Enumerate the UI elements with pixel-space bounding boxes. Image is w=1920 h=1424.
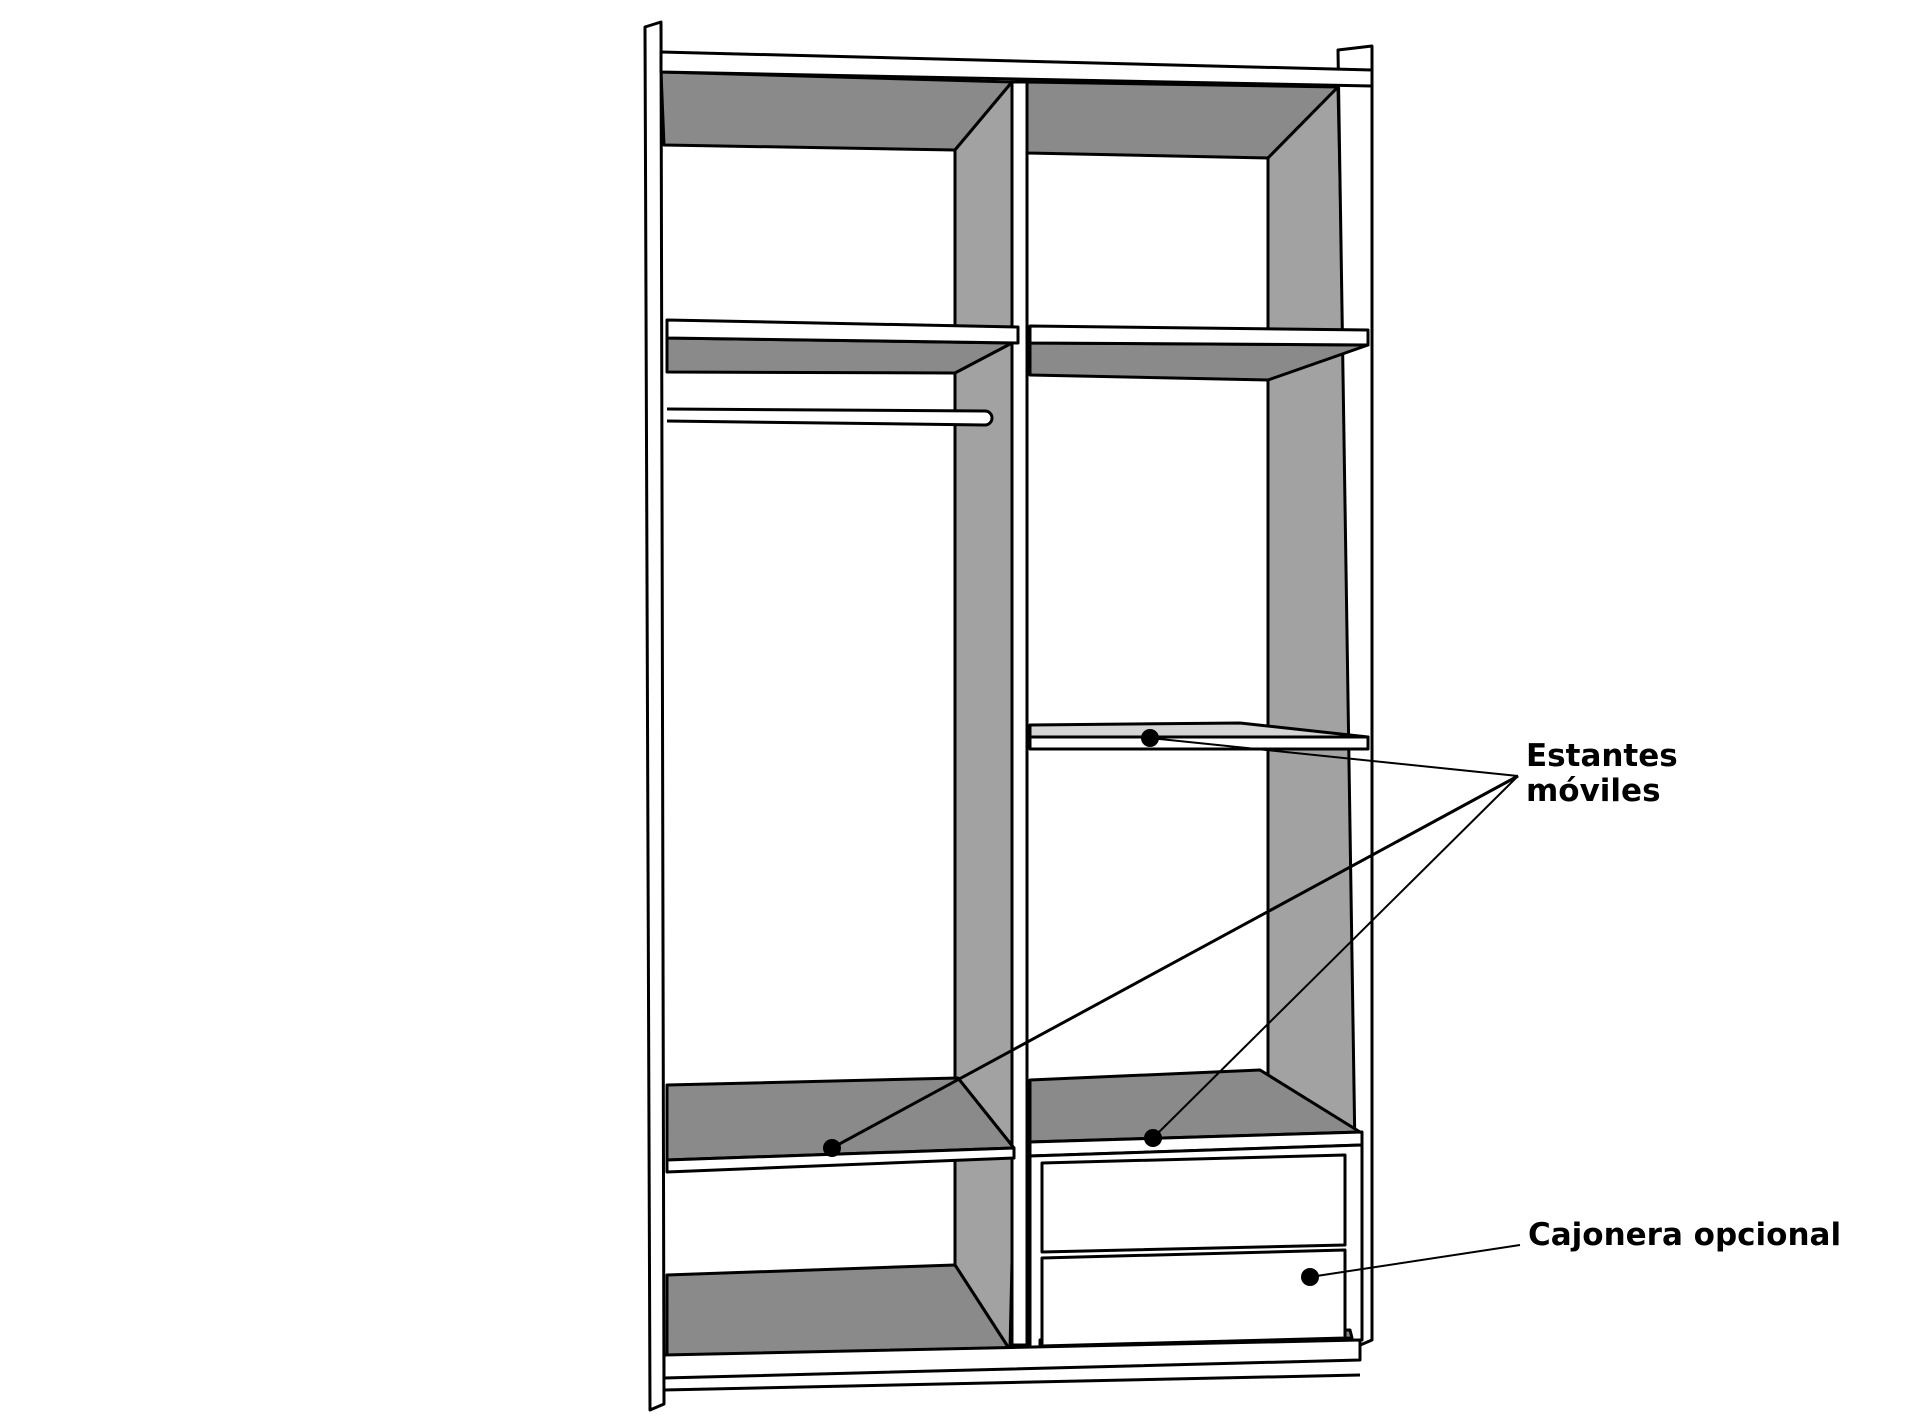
right-side-panel bbox=[1336, 44, 1374, 1348]
left-lower-shelf-corner bbox=[956, 1077, 1016, 1149]
callout-dot-drawers bbox=[1301, 1268, 1319, 1286]
left-lower-shelf-edge bbox=[665, 1146, 1016, 1174]
leader-line-drawers bbox=[1309, 1244, 1521, 1278]
label-shelves-line1: Estantes bbox=[1526, 738, 1678, 774]
left-side-panel bbox=[643, 20, 666, 1412]
label-drawers: Cajonera opcional bbox=[1528, 1217, 1841, 1253]
upper-drawer-front bbox=[1040, 1153, 1347, 1254]
hanging-rod bbox=[666, 407, 994, 427]
leader-line-right-movable-shelf bbox=[1149, 737, 1519, 777]
left-top-cavity-back bbox=[659, 70, 1014, 152]
center-divider bbox=[1010, 80, 1029, 1347]
label-shelves-line2: móviles bbox=[1526, 773, 1661, 809]
bottom-plinth bbox=[662, 1338, 1362, 1380]
leader-line-left-lower-shelf bbox=[831, 774, 1519, 1150]
callout-dot-right-lower-shelf bbox=[1144, 1129, 1162, 1147]
bottom-plinth-edge bbox=[663, 1373, 1361, 1392]
left-upper-shelf-edge bbox=[665, 318, 1020, 345]
callout-dot-right-movable-shelf bbox=[1141, 729, 1159, 747]
callout-dot-left-lower-shelf bbox=[823, 1139, 841, 1157]
leader-line-right-lower-shelf bbox=[1152, 775, 1519, 1139]
lower-drawer-front bbox=[1040, 1248, 1347, 1348]
right-upper-shelf-edge bbox=[1028, 324, 1370, 347]
top-panel bbox=[659, 50, 1374, 88]
